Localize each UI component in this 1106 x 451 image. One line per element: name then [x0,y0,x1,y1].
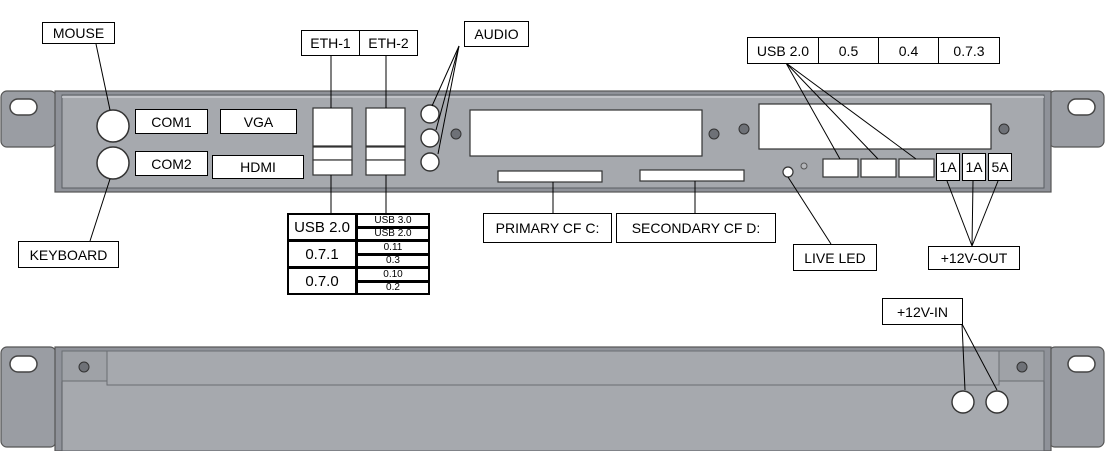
usb-right-port: 0.5 [818,37,879,64]
power-in-label: +12V-IN [882,298,963,325]
vga-label: VGA [220,109,297,134]
power-out-rating: 1A [936,153,960,181]
usb-table-right: USB 3.0 [356,213,430,228]
power-out-label: +12V-OUT [928,246,1020,270]
power-in-jack-1 [951,390,975,414]
eth2-label: ETH-2 [359,30,418,56]
back-right-slot [1067,355,1096,373]
keyboard-label: KEYBOARD [18,241,119,268]
eth2-usb-top [365,146,406,161]
usb-table-right: 0.10 [356,267,430,282]
power-out-rating: 1A [962,153,986,181]
eth2-usb-bottom [365,159,406,176]
eth1-usb-bottom [312,159,353,176]
secondary-cf-slot [639,169,745,182]
primary-cf-slot [497,170,603,183]
front-usb-1 [822,158,859,178]
audio-jack-1 [420,104,440,124]
front-screws [450,123,1010,140]
audio-jack-3 [420,152,440,172]
status-led [800,162,808,170]
drive-bay-right [758,103,992,150]
usb-right-header: USB 2.0 [747,37,819,64]
com2-label: COM2 [135,151,208,176]
front-usb-2 [860,158,897,178]
eth2-jack [365,107,406,147]
power-out-rating: 5A [988,153,1012,181]
usb-table-left: 0.7.1 [287,240,357,268]
back-panel [0,346,1105,451]
usb-table-left: 0.7.0 [287,267,357,295]
hdmi-label: HDMI [212,155,304,179]
usb-table-right: 0.11 [356,240,430,255]
primary-cf-label: PRIMARY CF C: [483,213,612,243]
audio-jack-2 [420,128,440,148]
front-usb-3 [898,158,935,178]
eth1-label: ETH-1 [301,30,360,56]
keyboard-port [96,146,130,180]
secondary-cf-label: SECONDARY CF D: [616,213,776,243]
live-led-label: LIVE LED [793,244,877,271]
back-screws [78,361,1028,373]
power-in-jack-2 [985,390,1009,414]
back-recess [106,350,1000,386]
eth1-usb-top [312,146,353,161]
usb-right-port: 0.4 [878,37,939,64]
mouse-port [96,109,130,143]
audio-label: AUDIO [464,21,529,47]
live-led [782,166,794,178]
left-ear-slot [9,98,38,116]
usb-table-right: 0.2 [356,281,430,295]
eth1-jack [312,107,353,147]
leader-lines [89,43,999,391]
drive-bay-left [469,109,703,157]
com1-label: COM1 [135,109,208,134]
usb-table-left: USB 2.0 [287,213,357,241]
right-ear-slot [1067,98,1096,116]
usb-table-right: 0.3 [356,254,430,268]
mouse-label: MOUSE [42,22,115,44]
usb-right-port: 0.7.3 [938,37,1000,64]
back-left-slot [9,355,38,373]
usb-table-right: USB 2.0 [356,227,430,241]
